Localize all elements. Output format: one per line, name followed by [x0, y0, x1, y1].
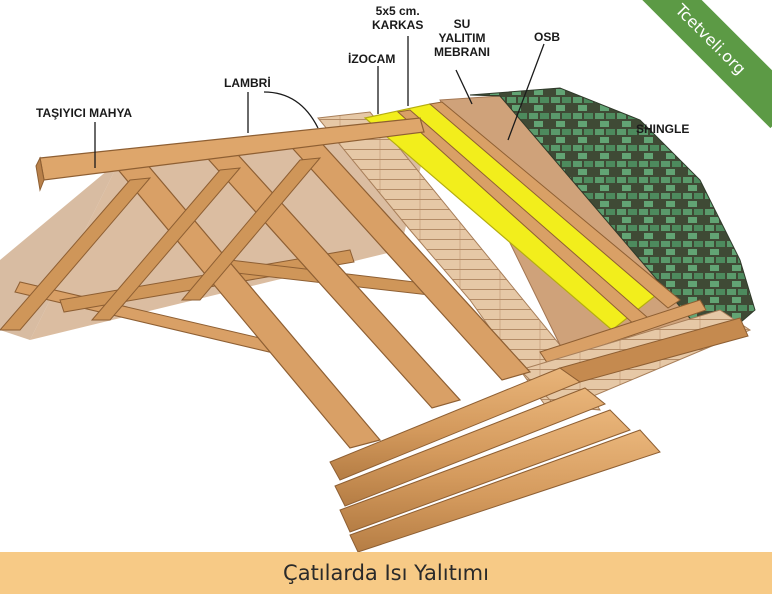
label-karkas-line2: KARKAS: [372, 18, 424, 32]
label-karkas: 5x5 cm. KARKAS: [372, 4, 423, 32]
label-tasiyici-mahya: TAŞIYICI MAHYA: [36, 106, 133, 120]
label-su-yalitim: SU YALITIM MEBRANI: [434, 17, 490, 59]
ridge-beam: [35, 117, 425, 192]
label-su-yalitim-line1: SU: [453, 17, 471, 31]
rafters: [0, 135, 532, 449]
label-su-yalitim-line2: YALITIM: [438, 31, 486, 45]
caption-text: Çatılarda Isı Yalıtımı: [283, 561, 489, 585]
roof-diagram: [0, 36, 756, 552]
shingle-layer: [469, 87, 756, 341]
label-izocam: İZOCAM: [348, 52, 396, 66]
label-lambri: LAMBRİ: [224, 76, 271, 90]
label-shingle: SHINGLE: [636, 122, 690, 136]
leader-lines: [94, 36, 545, 168]
log-wall: [329, 317, 749, 552]
caption-bar: Çatılarda Isı Yalıtımı: [0, 552, 772, 594]
label-karkas-line1: 5x5 cm.: [375, 4, 420, 18]
karkas-battens: [396, 101, 707, 365]
label-osb: OSB: [534, 30, 561, 44]
label-su-yalitim-line3: MEBRANI: [434, 45, 490, 59]
